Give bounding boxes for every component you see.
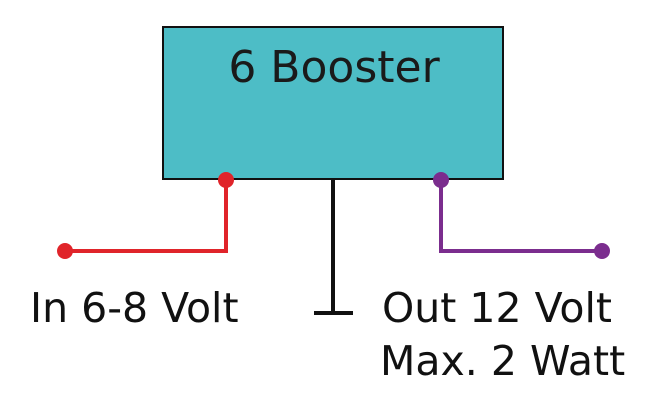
- input-wire: [65, 180, 228, 253]
- input-label: In 6-8 Volt: [30, 284, 239, 332]
- output-label-line2: Max. 2 Watt: [380, 337, 625, 385]
- input-terminal-dot: [218, 172, 234, 188]
- output-end-dot: [594, 243, 610, 259]
- booster-box: [162, 26, 504, 180]
- input-end-dot: [57, 243, 73, 259]
- output-label-line1: Out 12 Volt: [382, 284, 612, 332]
- booster-title: 6 Booster: [228, 42, 440, 93]
- output-wire: [439, 180, 602, 253]
- output-terminal-dot: [433, 172, 449, 188]
